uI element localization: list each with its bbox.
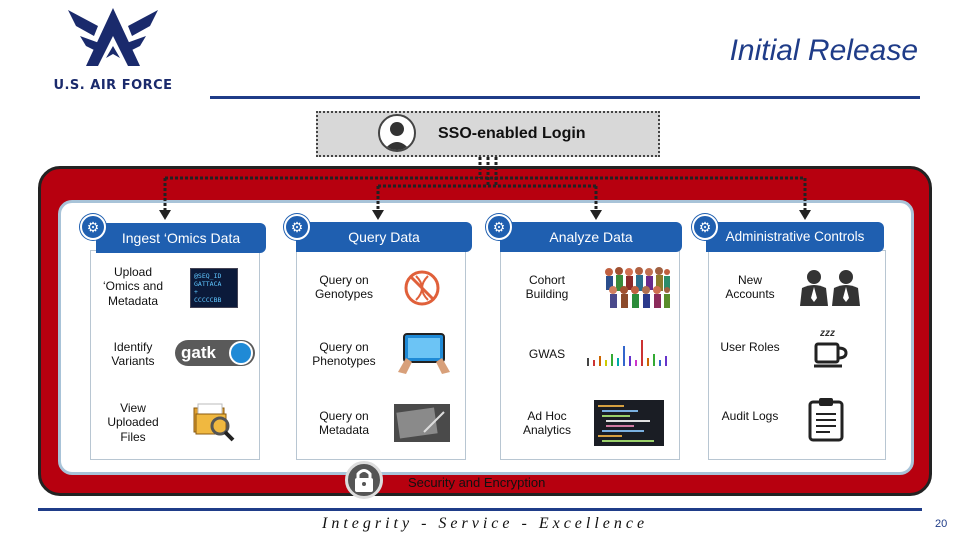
admin-header[interactable]: Administrative Controls [706, 222, 884, 252]
item-identify-variants[interactable]: Identify Variants [111, 340, 155, 369]
motto: Integrity - Service - Excellence [322, 515, 649, 532]
item-query-phenotypes[interactable]: Query on Phenotypes [312, 340, 376, 369]
item-ad-hoc-analytics[interactable]: Ad Hoc Analytics [522, 409, 572, 438]
gear-icon: ⚙ [486, 214, 512, 240]
clipboard-icon [806, 396, 846, 442]
sso-label: SSO-enabled Login [438, 125, 586, 142]
query-header[interactable]: Query Data [296, 222, 472, 252]
lock-icon [345, 461, 383, 499]
gear-icon: ⚙ [692, 214, 718, 240]
tablet-icon [396, 328, 452, 376]
gear-icon: ⚙ [80, 214, 106, 240]
sso-login-box[interactable] [316, 111, 660, 157]
air-force-logo [38, 6, 188, 96]
coffee-cup-icon: zzz [812, 328, 852, 370]
sequence-file-icon: @SEQ_ID GATTACA + CCCCCBB [190, 268, 238, 308]
user-avatar-icon [378, 114, 416, 152]
item-query-metadata[interactable]: Query on Metadata [318, 409, 370, 438]
item-user-roles[interactable]: User Roles [720, 340, 780, 354]
gatk-logo-icon: gatk [175, 340, 255, 366]
ingest-header[interactable]: Ingest ‘Omics Data [96, 223, 266, 253]
gear-icon: ⚙ [284, 214, 310, 240]
footer-divider [38, 508, 922, 511]
users-icon [798, 268, 862, 306]
code-screen-icon [594, 400, 664, 446]
logo-text: U.S. AIR FORCE [53, 78, 173, 93]
manhattan-plot-icon [584, 336, 674, 370]
folder-search-icon [192, 400, 236, 444]
crowd-icon [603, 266, 671, 310]
admin-panel [708, 250, 886, 460]
analyze-header[interactable]: Analyze Data [500, 222, 682, 252]
item-gwas[interactable]: GWAS [528, 347, 566, 361]
item-new-accounts[interactable]: New Accounts [725, 273, 775, 302]
no-dna-icon [404, 270, 440, 306]
item-query-genotypes[interactable]: Query on Genotypes [314, 273, 374, 302]
title-divider [210, 96, 920, 99]
item-view-files[interactable]: View Uploaded Files [107, 401, 159, 444]
page-number: 20 [935, 518, 948, 530]
item-upload-omics[interactable]: Upload ‘Omics and Metadata [102, 265, 164, 308]
item-cohort-building[interactable]: Cohort Building [525, 273, 569, 302]
item-audit-logs[interactable]: Audit Logs [721, 409, 779, 423]
document-pen-icon [394, 404, 450, 442]
security-label: Security and Encryption [408, 475, 546, 490]
page-title: Initial Release [729, 34, 918, 67]
